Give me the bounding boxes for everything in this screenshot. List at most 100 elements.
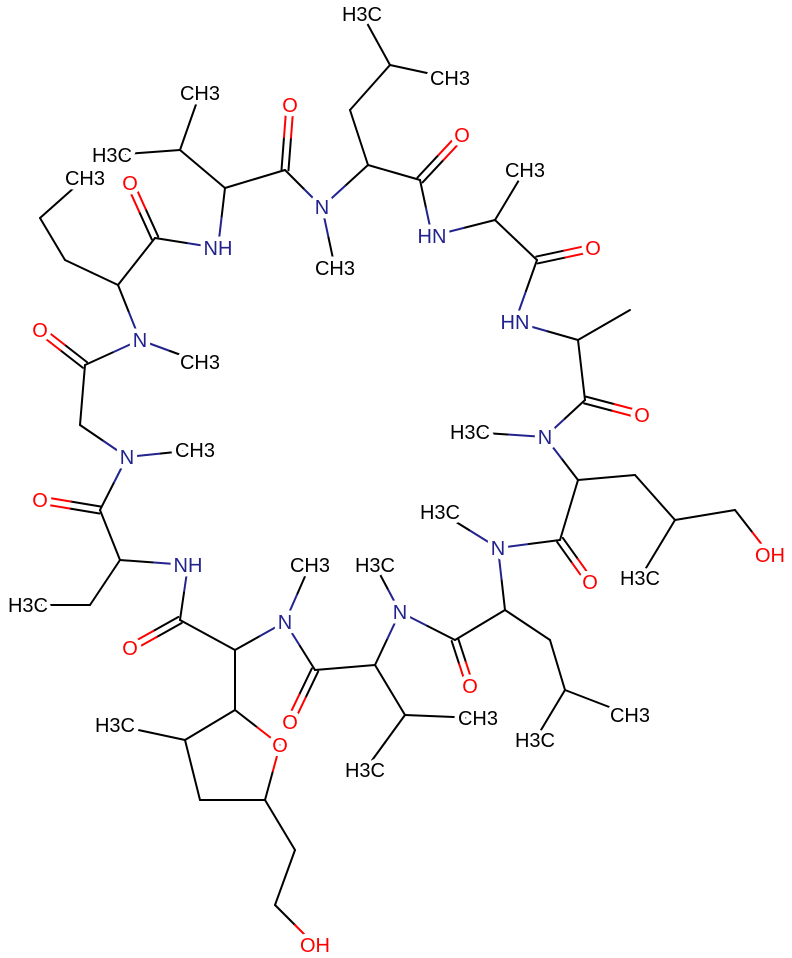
bond-segment <box>580 369 586 401</box>
bond-segment <box>128 311 141 341</box>
bond-segment <box>419 179 427 209</box>
bond-segment <box>568 479 579 511</box>
bond-segment <box>605 474 636 479</box>
bond-segment <box>536 256 567 265</box>
bond-segment <box>61 177 86 199</box>
bond-segment <box>109 534 121 561</box>
bond-segment <box>751 531 771 556</box>
bond-segment <box>184 724 211 741</box>
bond-segment <box>299 645 316 671</box>
bond-segment <box>439 511 470 531</box>
bond-segment <box>545 330 579 341</box>
atom-label: O <box>462 676 478 698</box>
bond-segment <box>639 548 659 579</box>
bond-segment <box>264 771 274 801</box>
bond-segment <box>528 539 561 545</box>
bond-segment <box>426 625 456 641</box>
bond-segment <box>458 663 468 689</box>
bond-segment <box>634 474 656 499</box>
bond-segment <box>283 103 288 139</box>
atom-label: OH <box>300 935 330 957</box>
bond-segment <box>39 197 64 219</box>
atom-label: H3C <box>355 555 395 577</box>
bond-segment <box>302 187 323 208</box>
bond-segment <box>254 169 286 180</box>
bond-segment <box>674 514 706 521</box>
atom-label: O <box>32 320 48 342</box>
bond-segment <box>81 364 86 396</box>
bond-segment <box>224 178 256 189</box>
bond-segment <box>79 424 105 442</box>
atom-label: H3C <box>8 595 48 617</box>
bond-segment <box>469 431 509 436</box>
bond-segment <box>374 564 389 590</box>
atom-label: CH3 <box>65 168 105 190</box>
bond-segment <box>384 714 406 744</box>
bond-segment <box>102 440 128 458</box>
bond-segment <box>500 578 506 611</box>
bond-segment <box>457 637 467 663</box>
bond-segment <box>51 238 66 261</box>
atom-label: CH3 <box>290 555 330 577</box>
bond-segment <box>321 206 330 239</box>
bond-segment <box>154 237 188 244</box>
atom-label: O <box>272 735 288 757</box>
atom-label: O <box>122 173 138 195</box>
bond-segment <box>284 621 301 647</box>
bond-segment <box>564 399 586 420</box>
bond-segment <box>514 290 527 323</box>
bond-segment <box>454 624 481 641</box>
bond-segment <box>386 611 401 640</box>
bond-segment <box>349 86 371 111</box>
bond-segment <box>209 709 236 726</box>
bond-segment <box>185 242 219 249</box>
bond-segment <box>38 502 71 510</box>
bond-segment <box>201 168 226 189</box>
atom-label: H3C <box>420 502 460 524</box>
atom-label: N <box>315 197 329 219</box>
bond-segment <box>125 183 141 213</box>
bond-segment <box>583 402 614 412</box>
bond-segment <box>189 92 201 123</box>
bond-segment <box>374 637 389 666</box>
bond-segment <box>153 561 189 566</box>
bond-segment <box>36 331 62 352</box>
bond-segment <box>304 670 320 699</box>
bond-segment <box>416 154 440 179</box>
bond-segment <box>79 394 84 426</box>
bond-segment <box>111 339 141 354</box>
bond-segment <box>549 639 559 666</box>
bond-segment <box>603 309 631 326</box>
bonds-layer <box>27 13 771 946</box>
bond-segment <box>389 64 421 73</box>
atom-label: H3C <box>95 715 135 737</box>
bond-segment <box>104 559 121 584</box>
atom-label: H3C <box>620 568 660 590</box>
bond-segment <box>179 619 209 636</box>
atom-label: CH3 <box>180 83 220 105</box>
bond-segment <box>264 799 281 826</box>
bond-segment <box>321 185 346 208</box>
bond-segment <box>374 664 391 691</box>
bond-segment <box>280 136 286 171</box>
atom-label: N <box>491 538 505 560</box>
bond-segment <box>497 543 530 549</box>
bond-segment <box>577 476 608 481</box>
atom-label: HN <box>418 226 447 248</box>
bond-segment <box>292 696 307 725</box>
bond-segment <box>556 664 566 691</box>
bond-segment <box>494 219 517 241</box>
bond-segment <box>504 609 529 626</box>
bond-segment <box>344 664 376 669</box>
bond-segment <box>563 243 594 252</box>
bond-segment <box>314 666 346 671</box>
bond-segment <box>654 496 676 521</box>
bond-segment <box>375 38 391 66</box>
bond-segment <box>479 609 506 626</box>
atom-label: O <box>634 405 650 427</box>
atom-label: H3C <box>515 730 555 752</box>
bond-segment <box>564 689 599 704</box>
atom-label: H3C <box>450 422 490 444</box>
bond-segment <box>160 449 196 455</box>
